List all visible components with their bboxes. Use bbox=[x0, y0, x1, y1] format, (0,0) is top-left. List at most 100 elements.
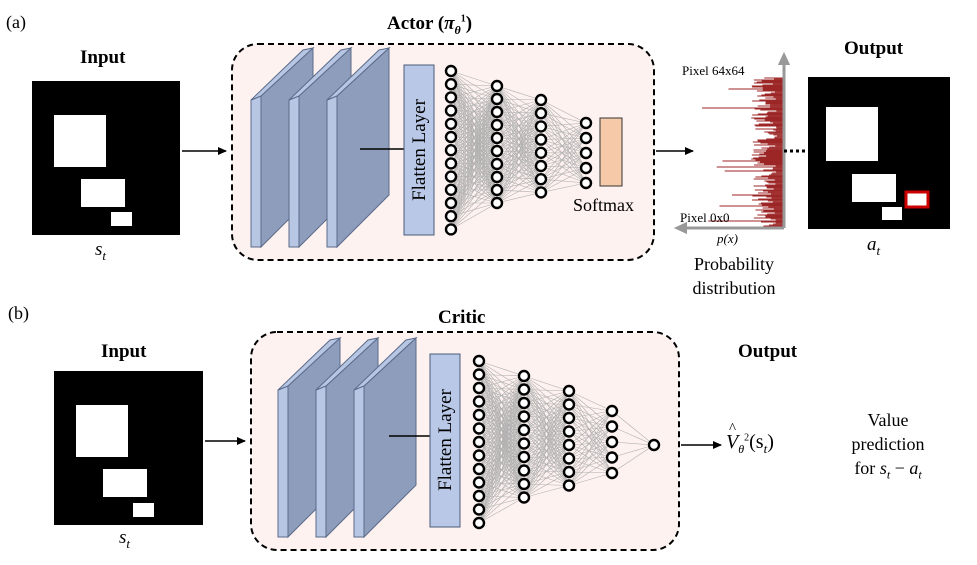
flatten-label-b: Flatten Layer bbox=[435, 389, 456, 491]
neuron bbox=[517, 423, 531, 437]
dense-network bbox=[472, 354, 661, 530]
input-state-image bbox=[54, 371, 203, 525]
neuron bbox=[534, 93, 548, 107]
input-var-a: st bbox=[95, 239, 107, 263]
neuron bbox=[472, 503, 486, 516]
neuron bbox=[444, 130, 458, 144]
probability-distribution bbox=[674, 52, 790, 234]
neuron bbox=[444, 91, 458, 104]
neuron bbox=[562, 438, 576, 452]
neuron bbox=[490, 131, 504, 145]
neuron bbox=[534, 106, 548, 120]
neuron bbox=[579, 131, 593, 145]
neuron bbox=[534, 120, 548, 133]
neuron bbox=[444, 170, 458, 183]
selected-action-highlight bbox=[904, 190, 930, 209]
neuron bbox=[517, 477, 531, 491]
flatten-label-a: Flatten Layer bbox=[409, 99, 430, 201]
softmax-box bbox=[599, 117, 623, 187]
neuron bbox=[562, 479, 576, 492]
neuron bbox=[444, 196, 458, 210]
neuron bbox=[517, 410, 531, 423]
neuron bbox=[517, 491, 531, 504]
neuron bbox=[472, 449, 486, 462]
output-label-a: Output bbox=[844, 38, 904, 59]
neuron bbox=[444, 64, 458, 78]
neuron bbox=[605, 404, 619, 418]
neuron bbox=[472, 516, 486, 530]
input-label-a: Input bbox=[80, 47, 126, 68]
neuron bbox=[579, 176, 593, 190]
neuron bbox=[562, 411, 576, 425]
neuron bbox=[472, 489, 486, 503]
conv-plate bbox=[353, 336, 418, 539]
neuron bbox=[562, 384, 576, 398]
neuron bbox=[490, 92, 504, 106]
neuron bbox=[579, 146, 593, 160]
dist-axis-label: p(x) bbox=[717, 231, 738, 246]
neuron bbox=[534, 146, 548, 160]
neuron bbox=[605, 435, 619, 449]
neuron bbox=[490, 196, 504, 210]
flatten-layer bbox=[429, 353, 461, 528]
neuron bbox=[517, 437, 531, 450]
neuron bbox=[517, 383, 531, 396]
neuron bbox=[647, 438, 661, 452]
neuron bbox=[472, 368, 486, 381]
neuron bbox=[472, 422, 486, 435]
neuron bbox=[579, 116, 593, 130]
neuron bbox=[472, 476, 486, 489]
neuron bbox=[517, 369, 531, 383]
neuron bbox=[534, 172, 548, 186]
neuron bbox=[444, 157, 458, 170]
neuron bbox=[472, 354, 486, 368]
neuron bbox=[490, 144, 504, 158]
conv-layers bbox=[277, 336, 418, 539]
dense-network bbox=[444, 64, 593, 236]
neuron bbox=[472, 381, 486, 395]
flatten-layer bbox=[403, 64, 435, 236]
input-var-b: st bbox=[119, 527, 131, 551]
output-label-b: Output bbox=[738, 341, 798, 362]
neuron bbox=[490, 118, 504, 132]
network-connections bbox=[478, 360, 655, 524]
panel-tag-b: (b) bbox=[8, 303, 29, 323]
neuron bbox=[444, 104, 458, 117]
neuron bbox=[444, 143, 458, 157]
critic-title: Critic bbox=[438, 307, 486, 328]
softmax-label: Softmax bbox=[573, 195, 634, 215]
neuron bbox=[444, 77, 458, 91]
neuron bbox=[472, 395, 486, 408]
neuron bbox=[472, 435, 486, 449]
panel-tag-a: (a) bbox=[6, 12, 26, 32]
neuron bbox=[562, 425, 576, 438]
conv-plate bbox=[326, 46, 391, 249]
neuron bbox=[490, 170, 504, 184]
neuron bbox=[562, 452, 576, 465]
neuron bbox=[490, 157, 504, 171]
input-label-b: Input bbox=[101, 341, 147, 362]
neuron bbox=[444, 223, 458, 236]
neuron bbox=[605, 420, 619, 433]
neuron bbox=[490, 105, 504, 119]
output-var-a: at bbox=[867, 234, 881, 258]
network-connections bbox=[450, 70, 587, 230]
neuron bbox=[444, 183, 458, 197]
neuron bbox=[579, 161, 593, 175]
neuron bbox=[562, 465, 576, 479]
neuron bbox=[490, 183, 504, 197]
conv-layers bbox=[250, 46, 391, 249]
dist-bottom-label: Pixel 0x0 bbox=[680, 210, 730, 225]
neuron bbox=[517, 396, 531, 410]
neuron bbox=[490, 79, 504, 93]
neuron bbox=[562, 398, 576, 411]
input-state-image bbox=[32, 81, 180, 235]
neuron bbox=[444, 209, 458, 223]
value-expression: ^Vθ2(st) bbox=[726, 421, 774, 456]
neuron bbox=[534, 133, 548, 146]
value-caption: Value prediction for st − at bbox=[851, 410, 925, 482]
neuron bbox=[517, 450, 531, 464]
neuron bbox=[517, 464, 531, 477]
dist-top-label: Pixel 64x64 bbox=[682, 63, 745, 78]
